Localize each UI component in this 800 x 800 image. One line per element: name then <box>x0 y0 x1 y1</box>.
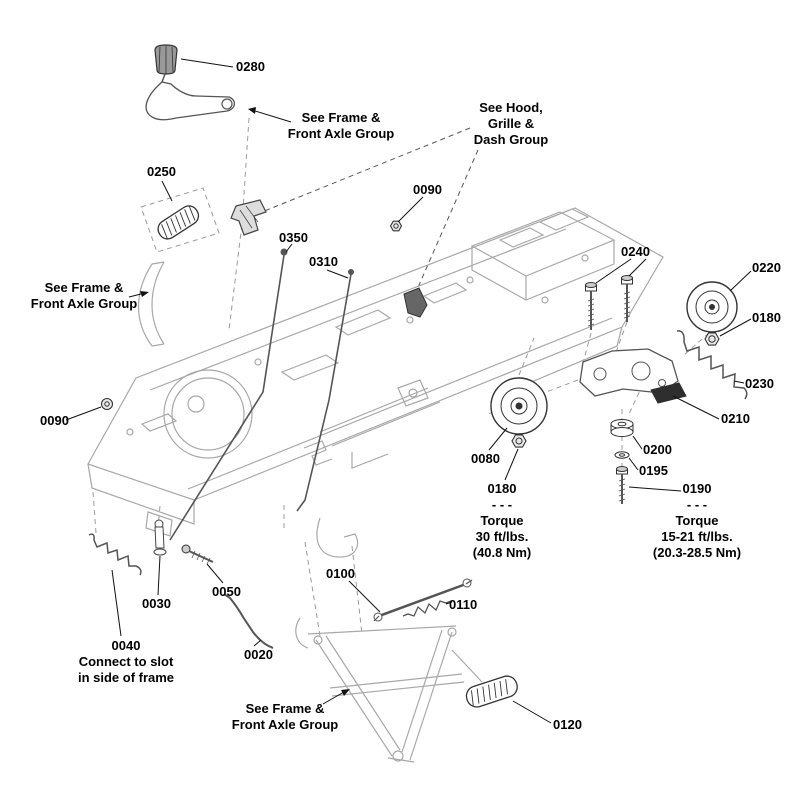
spacer-0200-drawing <box>610 419 634 437</box>
hood-note-leaders <box>261 127 479 293</box>
washer-0195-drawing <box>614 451 630 459</box>
note-frame-axle-bottom: See Frame & Front Axle Group <box>231 701 339 732</box>
spring-0110-drawing <box>402 600 452 617</box>
part-label-0080: 0080 <box>471 451 500 466</box>
part-label-0020: 0020 <box>244 647 273 662</box>
nut-0180-right-drawing <box>704 332 720 346</box>
bracket-hood-target-drawing <box>230 199 428 318</box>
rod-0350-drawing <box>169 248 288 541</box>
part-label-0180-right: 0180 <box>752 310 781 325</box>
pulley-0220-drawing <box>686 281 738 333</box>
nut-0090-top-drawing <box>389 220 403 232</box>
part-label-0210: 0210 <box>721 411 750 426</box>
part-label-0050: 0050 <box>212 584 241 599</box>
spring-0040-drawing <box>88 533 142 576</box>
hitch-drawing <box>295 617 483 763</box>
part-label-0230: 0230 <box>745 376 774 391</box>
note-hood-grille-dash: See Hood, Grille & Dash Group <box>473 100 549 147</box>
part-label-0030: 0030 <box>142 596 171 611</box>
note-frame-axle-top: See Frame & Front Axle Group <box>287 110 395 141</box>
part-label-0310: 0310 <box>309 254 338 269</box>
part-label-0240: 0240 <box>621 244 650 259</box>
part-label-0350: 0350 <box>279 230 308 245</box>
bolts-0240-drawing <box>585 275 633 330</box>
frame-drawing <box>87 207 664 558</box>
part-label-0120: 0120 <box>553 717 582 732</box>
part-label-0220: 0220 <box>752 260 781 275</box>
rod-0020-drawing <box>223 593 274 649</box>
pin-0030-drawing <box>153 519 167 556</box>
part-label-0110: 0110 <box>449 597 478 612</box>
nut-0180-center-drawing <box>511 434 527 448</box>
pedal-0120-drawing <box>465 675 518 708</box>
arrowheads <box>140 107 350 696</box>
pedal-0250-drawing <box>157 205 200 240</box>
part-label-0090-left: 0090 <box>40 413 69 428</box>
part-label-0195: 0195 <box>639 463 668 478</box>
washer-0090-left-drawing <box>100 397 114 411</box>
note-connect-0040: 0040 Connect to slot in side of frame <box>77 638 175 685</box>
note-frame-axle-left: See Frame & Front Axle Group <box>30 280 138 311</box>
bolt-0050-drawing <box>181 544 214 565</box>
part-label-0100: 0100 <box>326 566 355 581</box>
knob-0280-drawing <box>145 44 236 121</box>
leader-lines <box>65 58 752 724</box>
note-torque-0180: 0180 - - - Torque 30 ft/lbs. (40.8 Nm) <box>472 481 532 560</box>
note-torque-0190: 0190 - - - Torque 15-21 ft/lbs. (20.3-28… <box>652 481 742 560</box>
bolt-0190-drawing <box>616 466 628 504</box>
rod-0310-drawing <box>296 269 354 512</box>
part-label-0090-top: 0090 <box>413 182 442 197</box>
spring-0230-drawing <box>676 330 748 400</box>
idler-arm-0210-drawing <box>579 348 687 404</box>
pulley-0080-drawing <box>490 377 548 435</box>
part-label-0250: 0250 <box>147 164 176 179</box>
part-label-0200: 0200 <box>643 442 672 457</box>
link-0100-drawing <box>373 578 473 622</box>
part-label-0280: 0280 <box>236 59 265 74</box>
